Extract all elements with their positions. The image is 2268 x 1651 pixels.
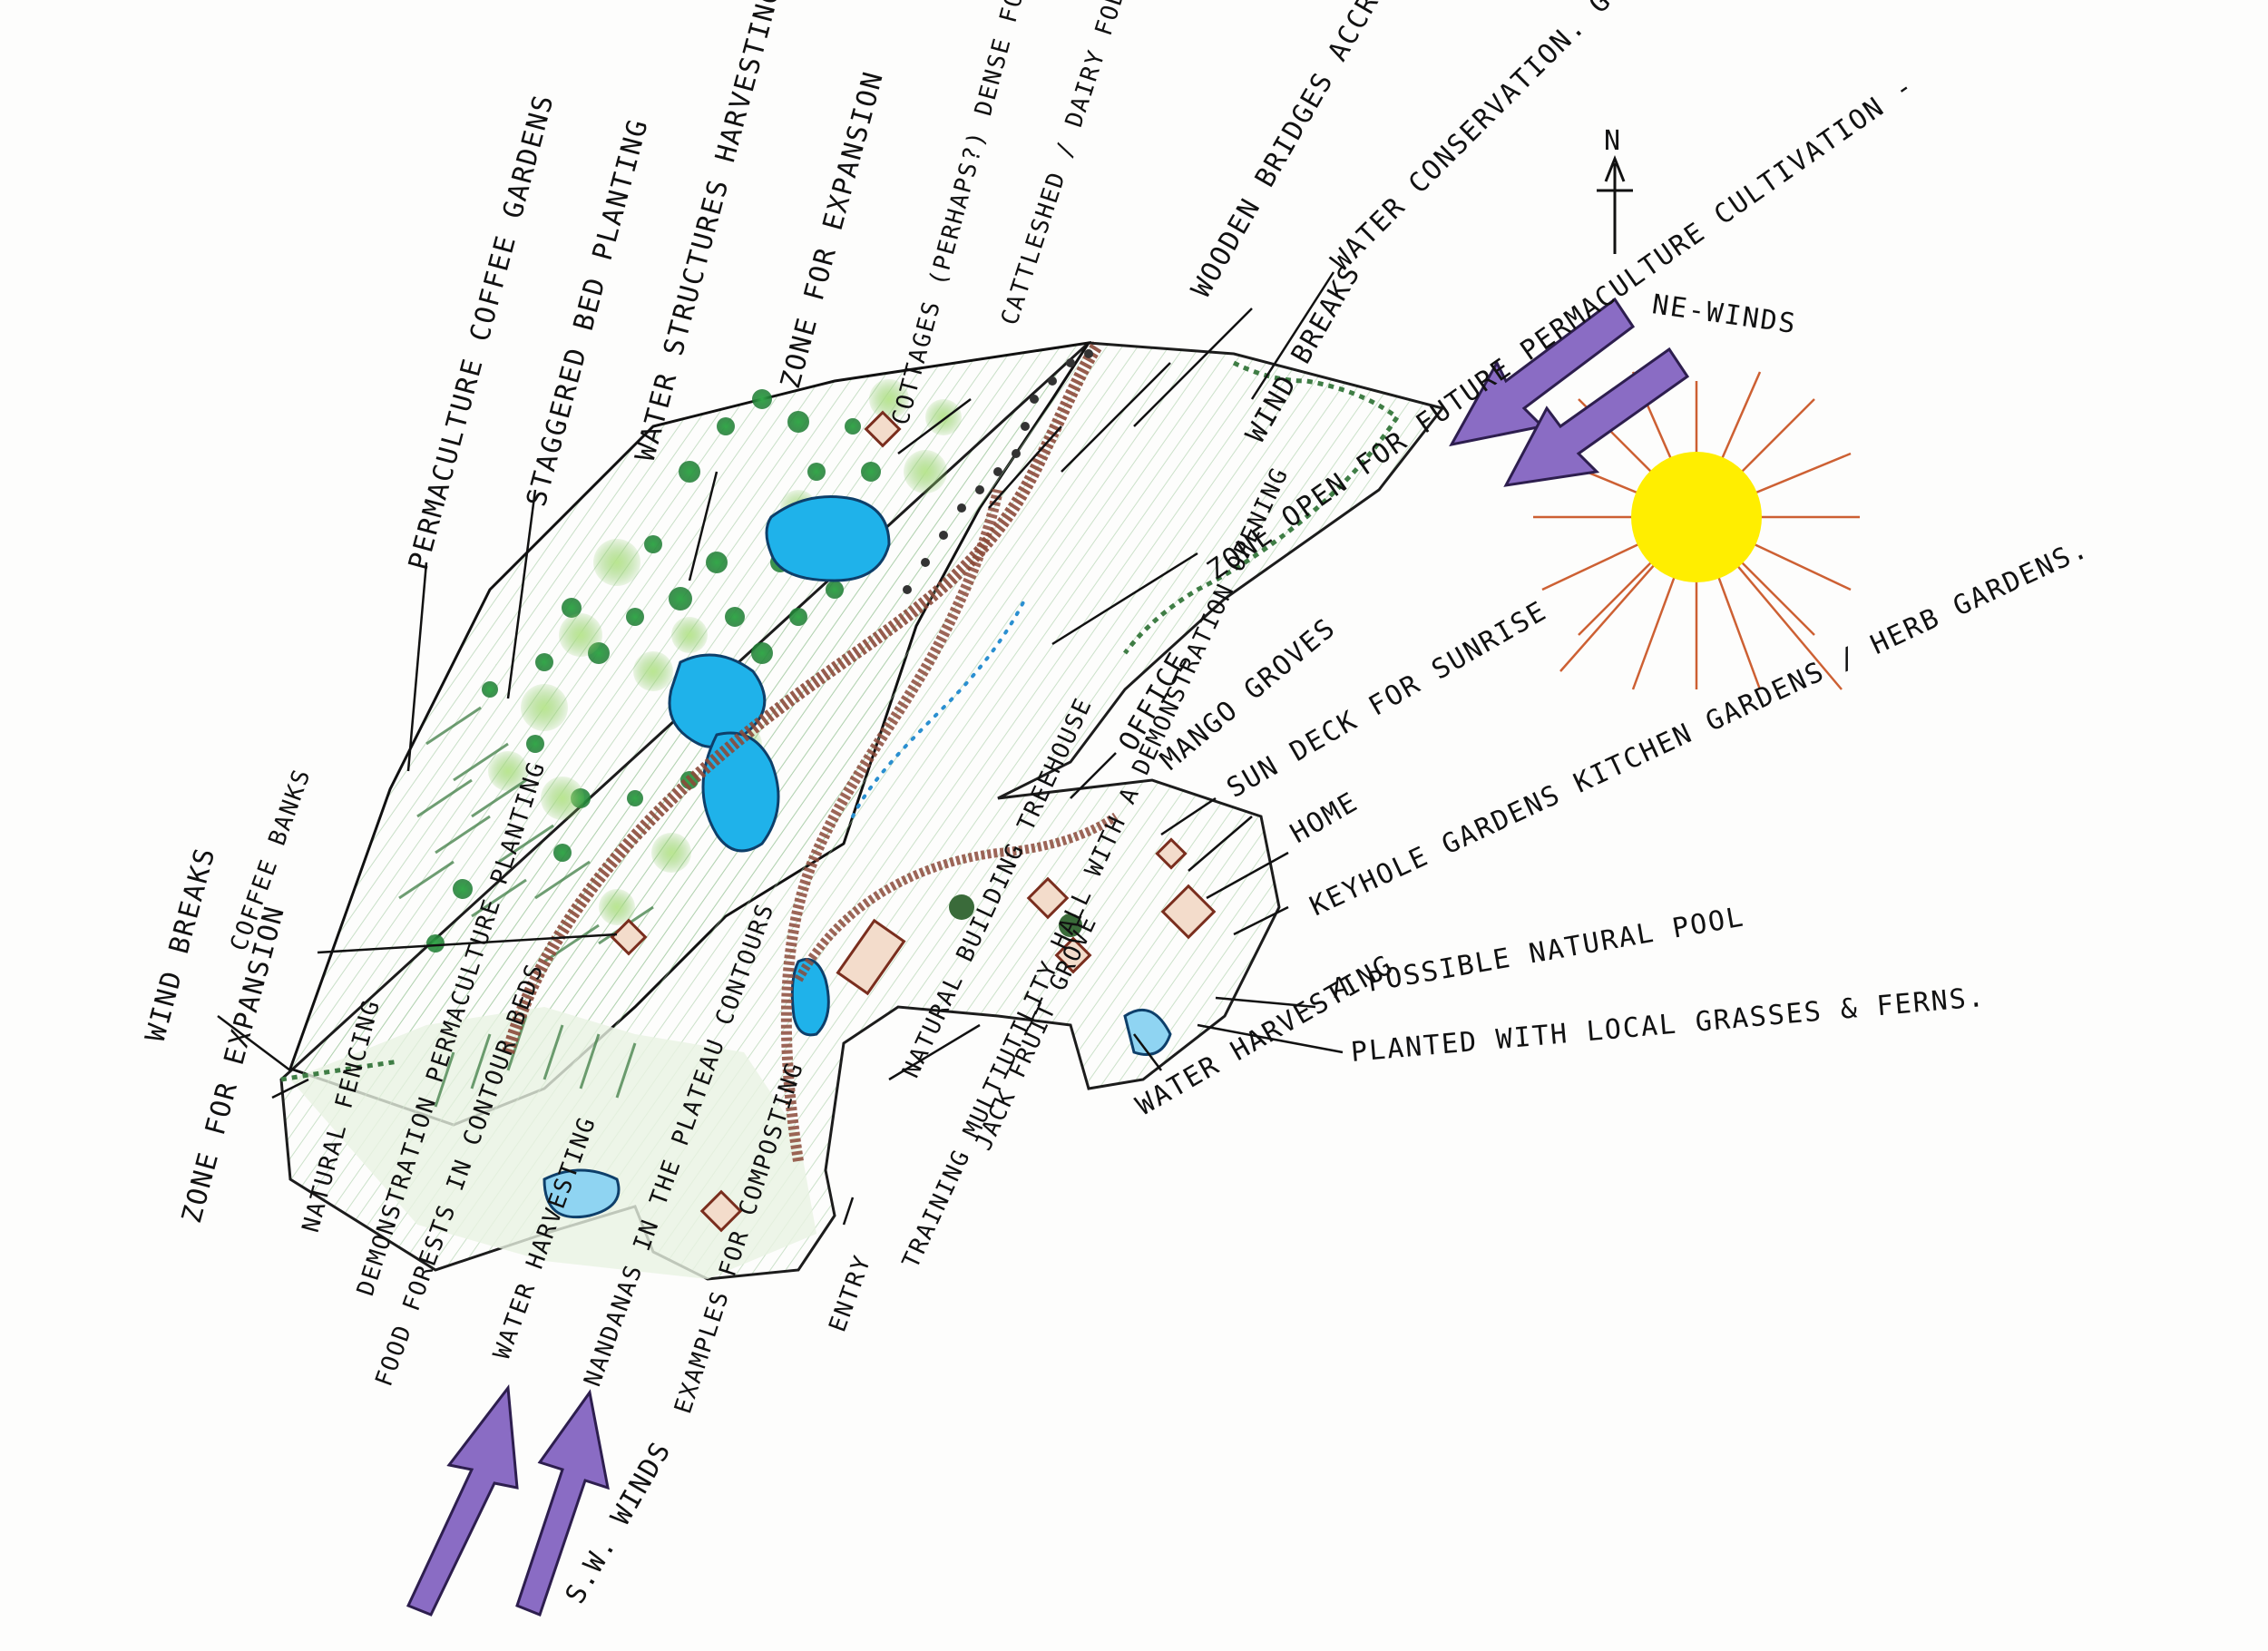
leader-lines [217, 271, 1344, 1226]
hut-icon [1155, 837, 1188, 870]
north-arrow-icon: N [1597, 125, 1633, 254]
staggered-bed-strokes [398, 706, 654, 1108]
label-pool: A POSSIBLE NATURAL POOL [1329, 901, 1746, 1005]
wind-break-left [280, 1059, 400, 1082]
hut-icon [1026, 876, 1070, 920]
hut-icon [1054, 936, 1092, 974]
hut-icon [836, 918, 906, 996]
label-home: HOME [1286, 786, 1364, 849]
tree-cluster-dark [426, 389, 1082, 952]
water-pool-4 [790, 958, 830, 1037]
buildings [610, 410, 1217, 1233]
label-ne-winds: NE-WINDS [1650, 288, 1799, 340]
label-water-conservation: WATER CONSERVATION. GULLY PLUGS & WATER … [1325, 0, 1979, 278]
label-sundeck: SUN DECK FOR SUNRISE [1222, 595, 1553, 805]
label-wind-breaks-left: WIND BREAKS [140, 844, 222, 1045]
label-zone-expansion-cottages: ZONE FOR EXPANSION [775, 67, 890, 392]
gully-plugs [903, 349, 1093, 594]
wind-break-top [1123, 360, 1401, 655]
secondary-path [780, 488, 1003, 1162]
sun-icon [1533, 371, 1860, 690]
grass-zone-lower [290, 1007, 816, 1279]
hut-icon [1160, 884, 1217, 940]
water-pool-1 [765, 495, 891, 582]
hut-icon [610, 918, 648, 956]
svg-text:N: N [1604, 125, 1622, 157]
main-path [502, 341, 1103, 1054]
hut-icon [699, 1189, 743, 1233]
wind-arrow-icon [1449, 297, 1690, 487]
water-pool-3 [701, 731, 780, 853]
water-channel [851, 597, 1027, 818]
hut-icon [864, 410, 902, 448]
curved-path-right [794, 812, 1119, 982]
water-pool-6 [1123, 1008, 1172, 1056]
label-wooden-bridges: WOODEN BRIDGES ACCROSS PERCOLATION TANKS… [1186, 0, 1587, 303]
water-harvesting-pools [543, 495, 1172, 1219]
label-entry: ENTRY [824, 1251, 876, 1335]
water-pool-5 [543, 1168, 621, 1219]
label-planted: PLANTED WITH LOCAL GRASSES & FERNS. [1350, 982, 1988, 1069]
label-keyhole: KEYHOLE GARDENS KITCHEN GARDENS / HERB G… [1305, 532, 2094, 923]
wind-arrow-icon [406, 1384, 610, 1617]
